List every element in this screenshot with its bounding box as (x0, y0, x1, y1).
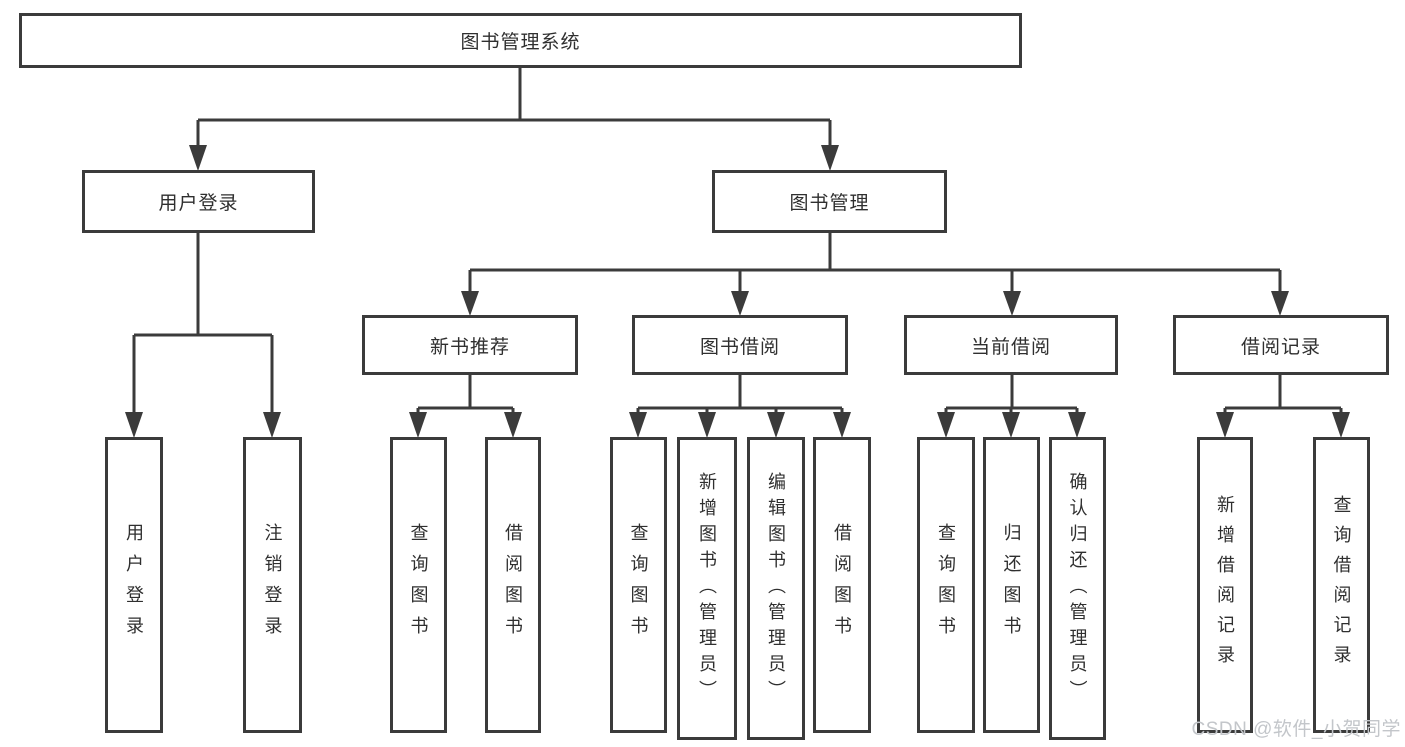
connector-bookmgmt-to-level3 (461, 233, 1289, 316)
connector-recommend-to-leaves (409, 375, 522, 438)
connector-borrowing-to-leaves (629, 375, 851, 438)
leaf-return-book: 归还图书 (983, 437, 1040, 733)
leaf-query-books-current: 查询图书 (917, 437, 975, 733)
leaf-user-login: 用户登录 (105, 437, 163, 733)
connector-userlogin-to-leaves (125, 233, 281, 438)
connector-root-to-level2 (189, 68, 839, 171)
leaf-query-books-recommend: 查询图书 (390, 437, 447, 733)
leaf-borrow-books-recommend: 借阅图书 (485, 437, 541, 733)
leaf-query-books-borrowing: 查询图书 (610, 437, 667, 733)
node-root-system: 图书管理系统 (19, 13, 1022, 68)
csdn-watermark: CSDN @软件_小贺同学 (1191, 719, 1401, 740)
connector-records-to-leaves (1216, 375, 1350, 438)
leaf-add-borrow-record: 新增借阅记录 (1197, 437, 1253, 733)
leaf-confirm-return-admin: 确认归还（管理员） (1049, 437, 1106, 740)
node-borrowing-records: 借阅记录 (1173, 315, 1389, 375)
connector-current-to-leaves (937, 375, 1086, 438)
leaf-borrow-books-borrowing: 借阅图书 (813, 437, 871, 733)
node-user-login-module: 用户登录 (82, 170, 315, 233)
leaf-edit-book-admin: 编辑图书（管理员） (747, 437, 805, 740)
leaf-query-borrow-record: 查询借阅记录 (1313, 437, 1370, 733)
leaf-logout: 注销登录 (243, 437, 302, 733)
node-current-borrowing: 当前借阅 (904, 315, 1118, 375)
node-book-borrowing: 图书借阅 (632, 315, 848, 375)
node-new-book-recommend: 新书推荐 (362, 315, 578, 375)
node-book-management-module: 图书管理 (712, 170, 947, 233)
leaf-add-book-admin: 新增图书（管理员） (677, 437, 737, 740)
